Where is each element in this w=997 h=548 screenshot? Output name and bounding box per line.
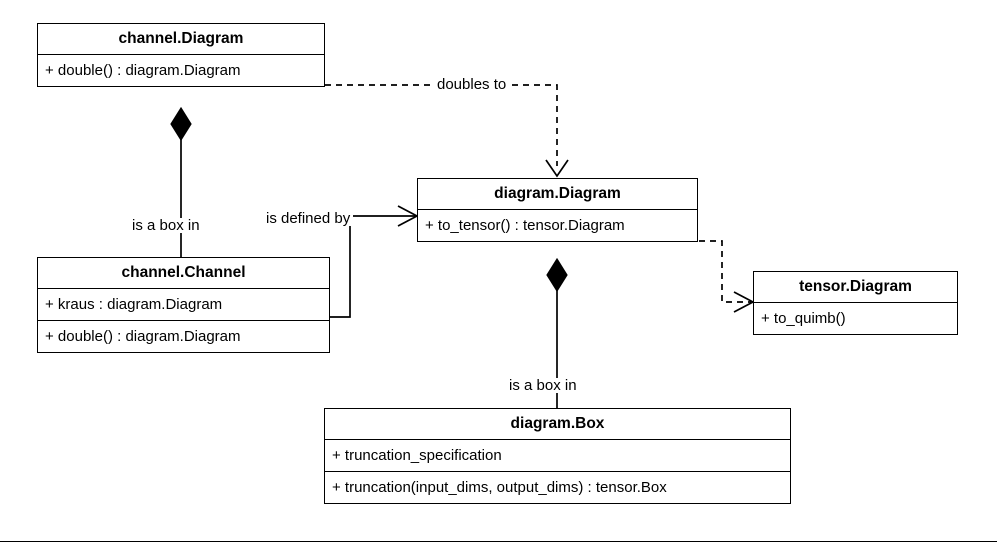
class-member: + double() : diagram.Diagram	[45, 61, 241, 79]
class-diagram-diagram[interactable]: diagram.Diagram + to_tensor() : tensor.D…	[417, 178, 698, 242]
edge-to-tensor-dependency	[699, 240, 755, 313]
edge-label-is-defined-by: is defined by	[263, 211, 354, 226]
class-title: diagram.Box	[325, 409, 790, 440]
class-member: + to_tensor() : tensor.Diagram	[425, 216, 625, 234]
class-member: + truncation(input_dims, output_dims) : …	[325, 470, 790, 503]
class-member: + kraus : diagram.Diagram	[45, 295, 223, 313]
class-title: channel.Diagram	[38, 24, 324, 55]
edge-label-is-a-box-in-channel: is a box in	[129, 218, 203, 233]
class-member: + truncation_specification	[332, 446, 502, 464]
class-channel-diagram[interactable]: channel.Diagram + double() : diagram.Dia…	[37, 23, 325, 87]
edge-label-doubles-to: doubles to	[434, 77, 510, 92]
class-diagram-box[interactable]: diagram.Box + truncation_specification +…	[324, 408, 791, 504]
class-member: + double() : diagram.Diagram	[38, 319, 329, 352]
class-title: channel.Channel	[38, 258, 329, 289]
edge-label-is-a-box-in-diagram: is a box in	[506, 378, 580, 393]
class-tensor-diagram[interactable]: tensor.Diagram + to_quimb()	[753, 271, 958, 335]
bottom-divider	[0, 541, 997, 542]
edge-doubles-to	[325, 84, 569, 178]
class-title: tensor.Diagram	[754, 272, 957, 303]
class-channel-channel[interactable]: channel.Channel + kraus : diagram.Diagra…	[37, 257, 330, 353]
class-member: + to_quimb()	[761, 309, 846, 327]
class-title: diagram.Diagram	[418, 179, 697, 210]
edge-channel-diagram-composition	[170, 106, 192, 257]
